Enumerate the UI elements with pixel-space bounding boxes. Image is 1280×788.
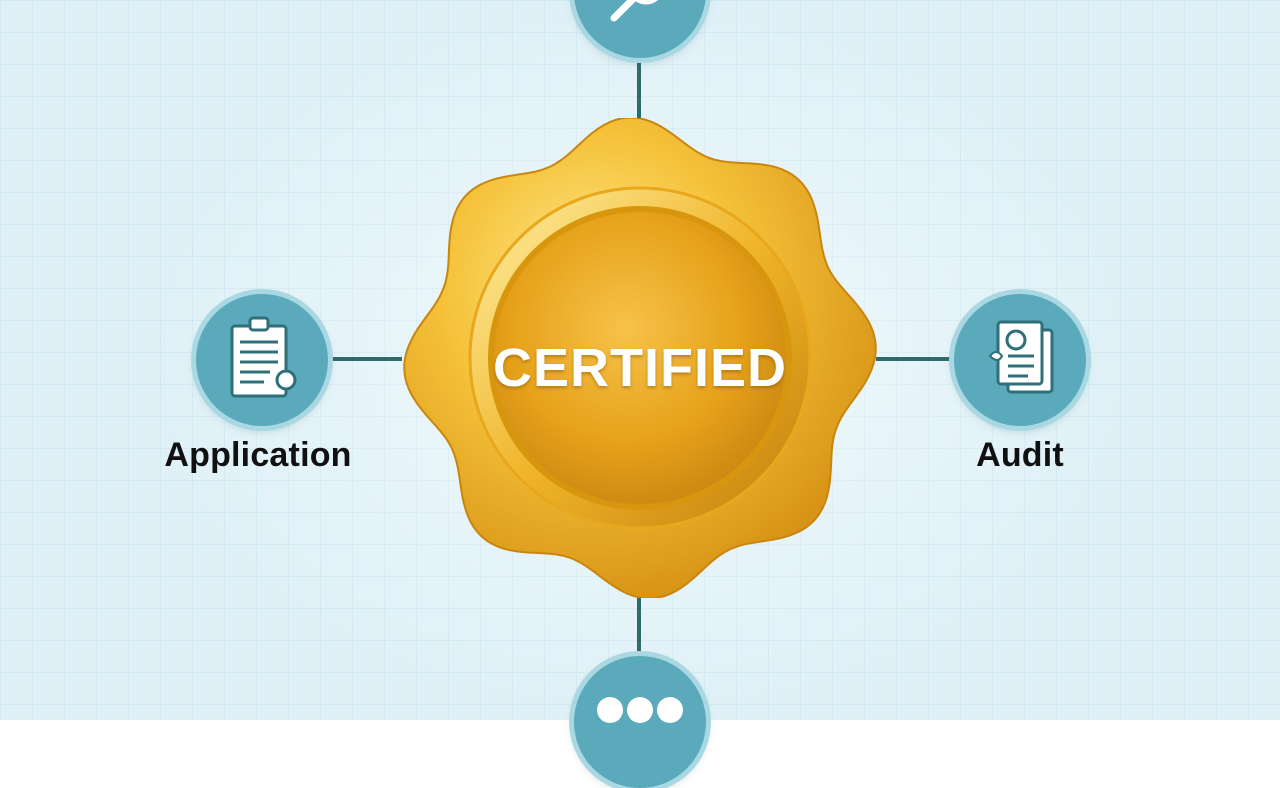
- node-label-application: Application: [164, 436, 352, 474]
- connector-left: [326, 357, 402, 361]
- certified-seal: [403, 118, 877, 598]
- connector-bottom: [637, 586, 641, 660]
- magnifier-icon: [610, 0, 659, 22]
- connector-right: [876, 357, 956, 361]
- three-dots-icon: [597, 697, 683, 723]
- node-audit[interactable]: [954, 294, 1086, 426]
- node-more[interactable]: [574, 656, 706, 788]
- seal-certified-text: CERTIFIED: [492, 338, 787, 398]
- document-review-icon: [988, 320, 1054, 394]
- node-label-audit: Audit: [976, 436, 1064, 474]
- node-application[interactable]: [196, 294, 328, 426]
- connector-top: [637, 58, 641, 130]
- clipboard-icon: [230, 316, 297, 398]
